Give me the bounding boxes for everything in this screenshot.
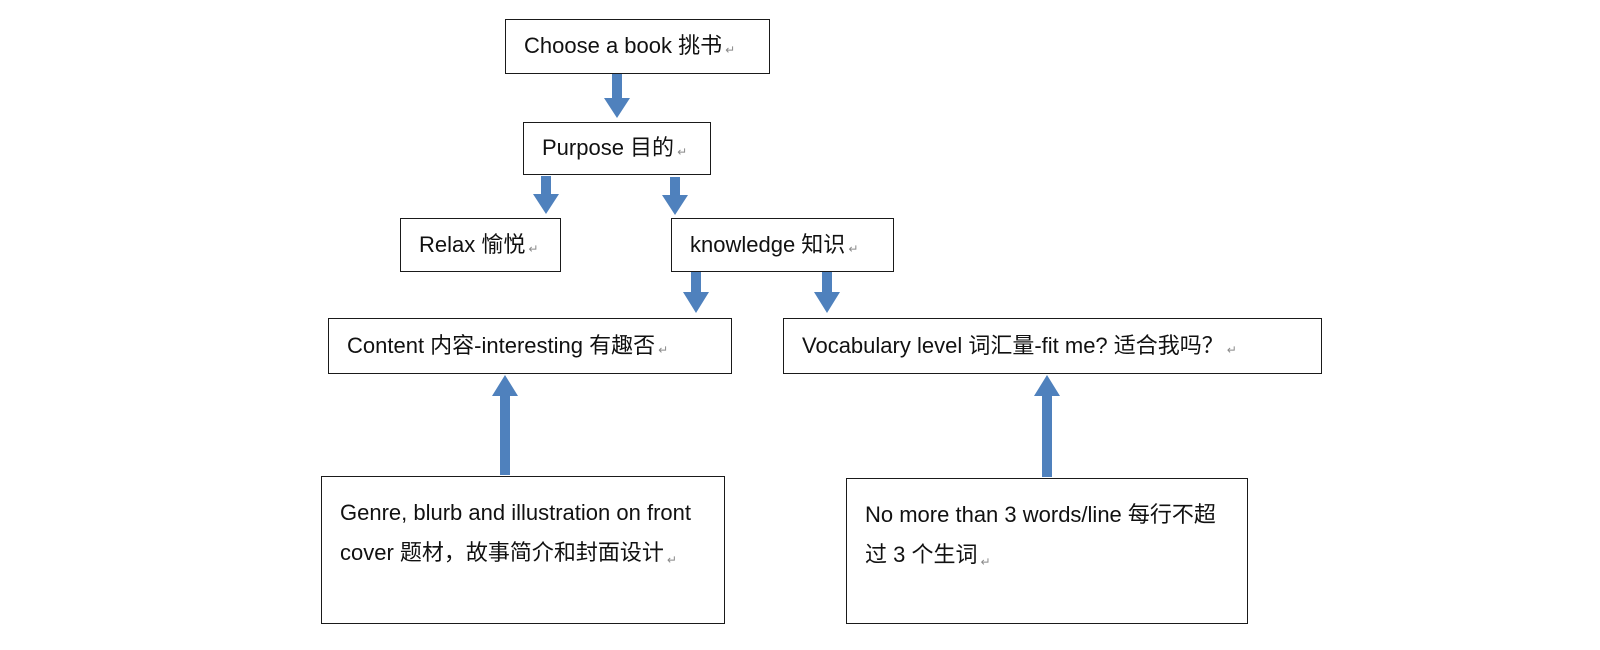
node-purpose: Purpose 目的↵ — [523, 122, 711, 175]
node-content-label: Content 内容-interesting 有趣否 — [347, 332, 656, 358]
node-knowledge: knowledge 知识↵ — [671, 218, 894, 272]
paragraph-mark: ↵ — [725, 43, 736, 58]
node-purpose-label: Purpose 目的 — [542, 135, 675, 161]
arrow-genre-to-content — [492, 375, 518, 475]
node-relax-label: Relax 愉悦 — [419, 231, 526, 257]
node-words-per-line: No more than 3 words/line 每行不超过 3 个生词↵ — [846, 478, 1248, 624]
paragraph-mark: ↵ — [1226, 342, 1237, 357]
arrow-knowledge-to-content — [683, 272, 709, 313]
paragraph-mark: ↵ — [666, 553, 677, 567]
paragraph-mark: ↵ — [848, 241, 859, 256]
node-content: Content 内容-interesting 有趣否↵ — [328, 318, 732, 374]
arrow-choose-to-purpose — [604, 73, 630, 118]
node-relax: Relax 愉悦↵ — [400, 218, 561, 272]
node-genre-label: Genre, blurb and illustration on front c… — [340, 500, 691, 565]
node-knowledge-label: knowledge 知识 — [690, 231, 846, 257]
node-choose-book: Choose a book 挑书↵ — [505, 19, 770, 74]
paragraph-mark: ↵ — [528, 241, 539, 256]
arrow-purpose-to-knowledge — [662, 177, 688, 215]
arrow-words-to-vocabulary — [1034, 375, 1060, 477]
node-vocabulary: Vocabulary level 词汇量-fit me? 适合我吗？↵ — [783, 318, 1322, 374]
arrow-knowledge-to-vocabulary — [814, 272, 840, 313]
arrow-purpose-to-relax — [533, 176, 559, 214]
node-choose-book-label: Choose a book 挑书 — [524, 33, 723, 59]
node-genre: Genre, blurb and illustration on front c… — [321, 476, 725, 624]
node-vocabulary-label: Vocabulary level 词汇量-fit me? 适合我吗？ — [802, 332, 1224, 358]
paragraph-mark: ↵ — [980, 555, 991, 569]
paragraph-mark: ↵ — [658, 342, 669, 357]
paragraph-mark: ↵ — [677, 145, 688, 160]
node-words-per-line-label: No more than 3 words/line 每行不超过 3 个生词 — [865, 502, 1216, 567]
